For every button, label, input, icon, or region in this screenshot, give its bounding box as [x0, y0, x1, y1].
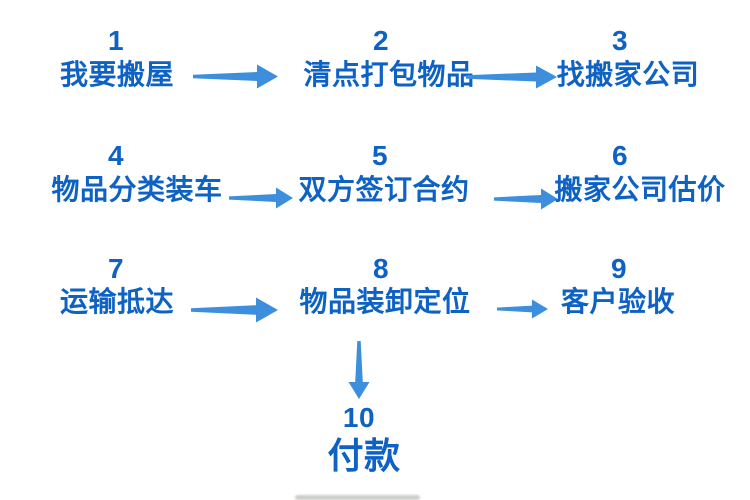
arrow-8-to-9: [497, 299, 548, 319]
step-1-number: 1: [107, 25, 125, 56]
step-9-label: 客户验收: [560, 286, 676, 317]
step-2-label: 清点打包物品: [303, 59, 475, 90]
arrow-2-to-3: [466, 65, 557, 89]
step-8-label: 物品装卸定位: [299, 286, 471, 317]
step-8-number: 8: [372, 253, 390, 284]
step-7-number: 7: [107, 253, 125, 284]
arrow-4-to-5: [229, 187, 293, 209]
arrow-7-to-8: [191, 297, 278, 323]
step-6-number: 6: [611, 140, 629, 171]
step-4-number: 4: [107, 140, 125, 171]
step-7-label: 运输抵达: [59, 286, 175, 317]
step-9-number: 9: [610, 253, 628, 284]
step-3-number: 3: [611, 25, 629, 56]
step-10-label: 付款: [327, 435, 401, 476]
step-3-label: 找搬家公司: [556, 59, 700, 90]
step-5-number: 5: [371, 140, 389, 171]
arrow-5-to-6: [494, 188, 558, 210]
step-10-number: 10: [342, 402, 376, 433]
step-5-label: 双方签订合约: [298, 174, 470, 205]
step-1-label: 我要搬屋: [59, 59, 175, 90]
arrow-8-to-10: [348, 341, 370, 399]
step-6-label: 搬家公司估价: [554, 174, 726, 205]
bottom-edge-cropped-element: [295, 495, 420, 500]
step-4-label: 物品分类装车: [51, 174, 223, 205]
step-2-number: 2: [372, 25, 390, 56]
arrow-1-to-2: [193, 64, 278, 89]
